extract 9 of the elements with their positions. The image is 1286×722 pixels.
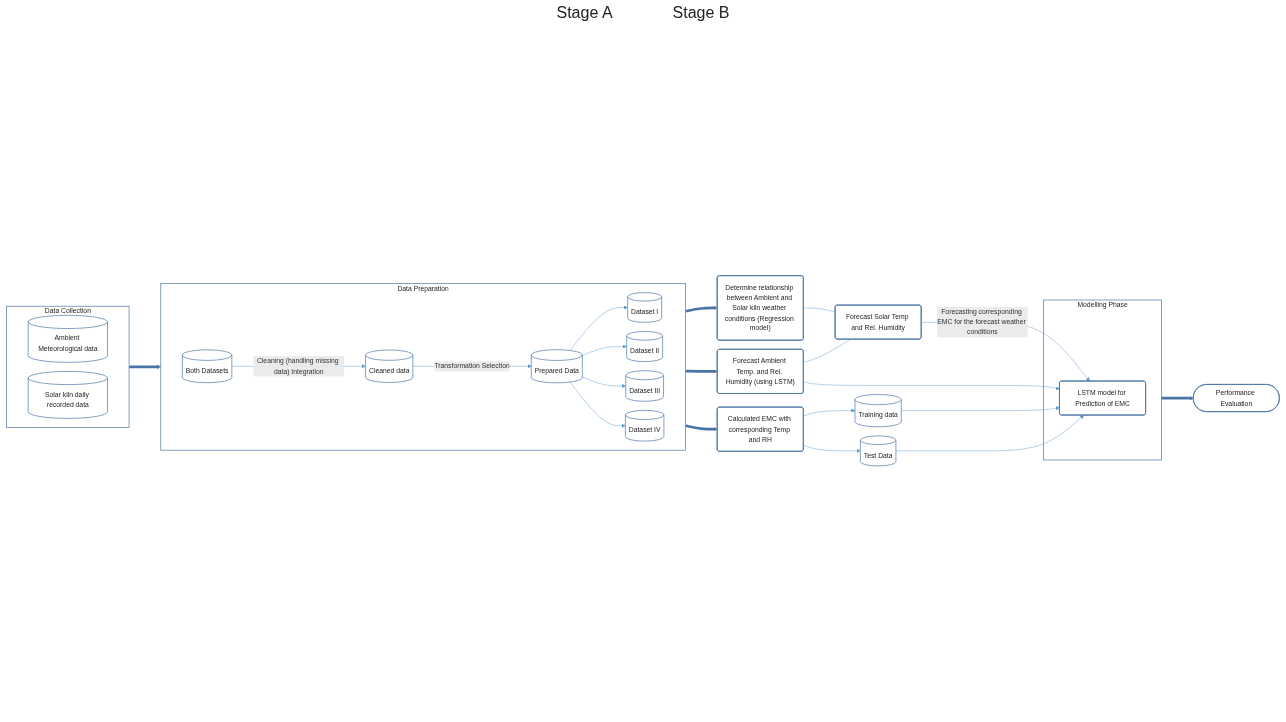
arrow (685, 306, 718, 313)
stage-label: Stage B (672, 4, 730, 23)
arrow (685, 369, 718, 374)
arrow (129, 365, 161, 370)
stage-label: Stage A (556, 4, 613, 23)
arrow (1161, 396, 1194, 401)
connector (803, 339, 851, 363)
arrow (685, 424, 718, 432)
connector (803, 308, 836, 313)
